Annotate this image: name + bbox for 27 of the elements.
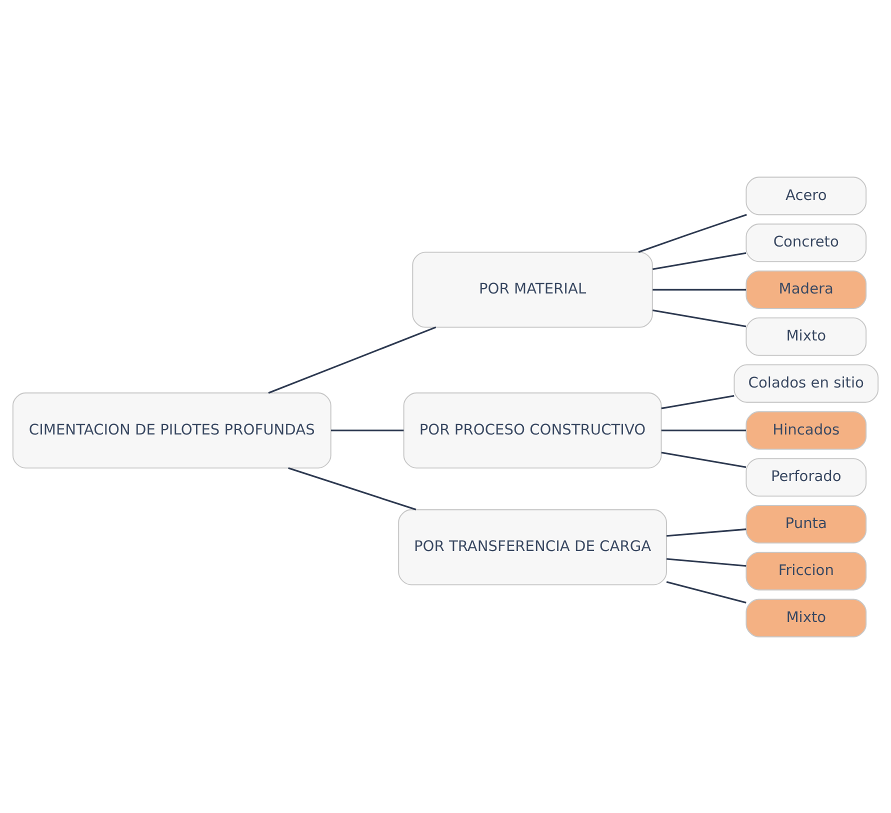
- node-box: Madera: [746, 270, 867, 309]
- node-box: Punta: [746, 504, 867, 544]
- connector: [652, 309, 746, 327]
- connector: [652, 252, 746, 270]
- node-box: Hincados: [746, 410, 867, 450]
- node-box: Acero: [746, 176, 867, 215]
- connector: [666, 580, 746, 603]
- node-box: Mixto: [746, 316, 867, 356]
- connector: [661, 394, 734, 409]
- node-box: Mixto: [746, 598, 867, 637]
- connector: [288, 466, 416, 510]
- connector: [638, 213, 747, 252]
- connector: [666, 558, 746, 566]
- connector: [268, 326, 436, 394]
- node-box: Concreto: [746, 223, 867, 262]
- node-box: POR MATERIAL: [412, 251, 653, 328]
- connector: [661, 429, 746, 431]
- connector: [661, 451, 746, 468]
- node-box: Colados en sitio: [734, 364, 879, 402]
- node-box: POR PROCESO CONSTRUCTIVO: [403, 392, 662, 468]
- connector: [330, 429, 404, 431]
- node-box: CIMENTACION DE PILOTES PROFUNDAS: [12, 392, 332, 468]
- node-box: POR TRANSFERENCIA DE CARGA: [398, 508, 667, 585]
- connector: [666, 528, 746, 536]
- node-box: Perforado: [746, 458, 867, 496]
- node-box: Friccion: [746, 551, 867, 590]
- connector: [652, 288, 746, 290]
